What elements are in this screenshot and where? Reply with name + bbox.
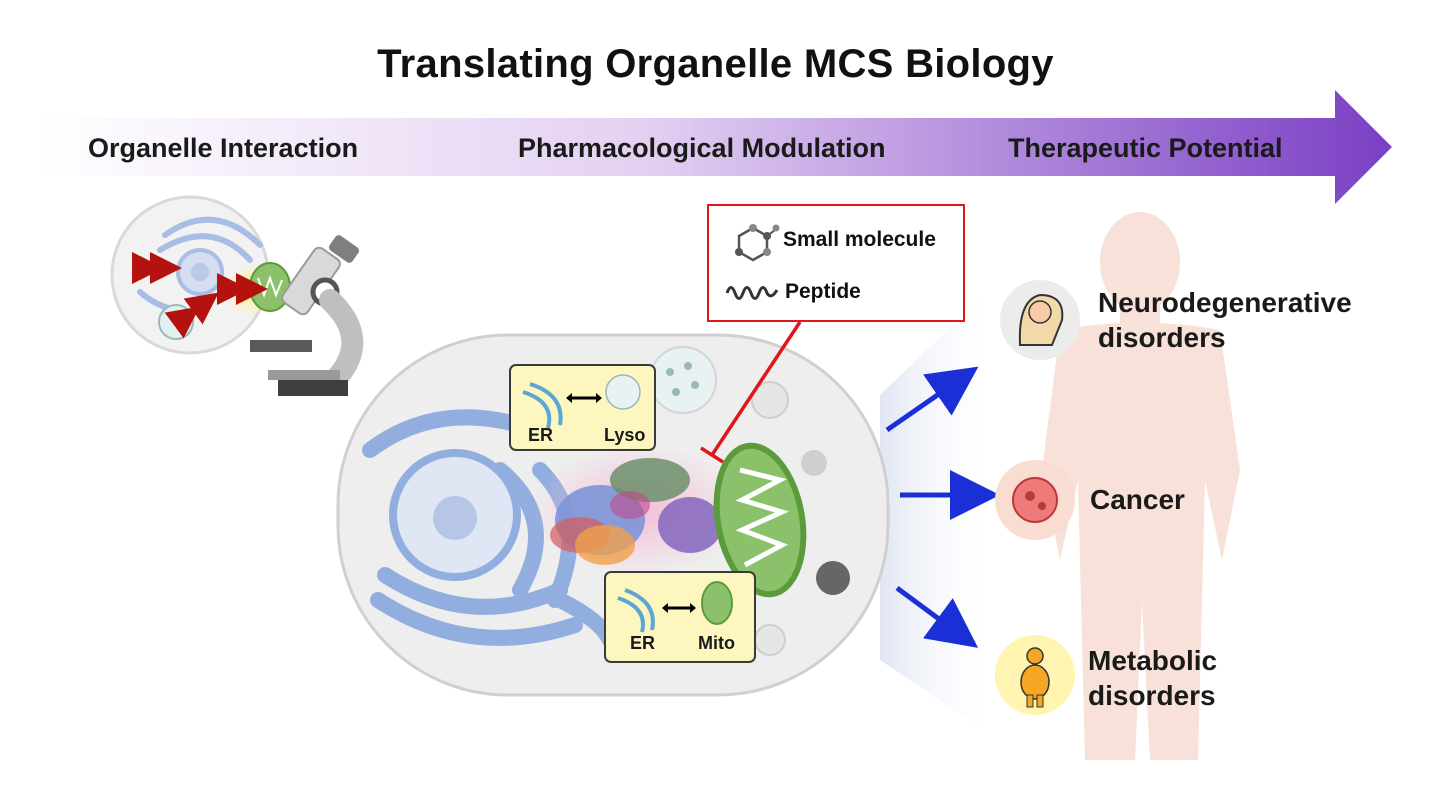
cancer-cell-icon [995, 460, 1075, 540]
disease-metabolic-line2: disorders [1088, 680, 1216, 711]
mito-label: Mito [698, 633, 735, 653]
effect-arrow-metabolic [895, 585, 979, 648]
obese-person-icon [995, 635, 1075, 715]
inhibition-bar [700, 446, 724, 464]
disease-metabolic-line1: Metabolic [1088, 645, 1218, 676]
mitochondria-icon [249, 262, 291, 312]
legend-small-molecule: Small molecule [783, 228, 936, 251]
inhibition-line [710, 321, 802, 456]
er-label-lyso-box: ER [528, 425, 554, 445]
lysosome-icon [649, 346, 717, 414]
small-molecule-icon [735, 224, 780, 262]
peptide-icon [725, 286, 779, 300]
stage-organelle-interaction: Organelle Interaction [88, 133, 359, 163]
er-lyso-contact-box [509, 364, 656, 451]
projection-beam [880, 280, 1000, 740]
microscope-icon [250, 235, 364, 396]
er-label-mito-box: ER [630, 633, 656, 653]
disease-neurodegenerative-line2: disorders [1098, 322, 1226, 353]
progression-arrow [35, 90, 1392, 204]
diagram-title: Translating Organelle MCS Biology [377, 42, 1054, 86]
stage-pharmacological-modulation: Pharmacological Modulation [518, 133, 886, 163]
lyso-label: Lyso [604, 425, 646, 445]
er-mito-contact-box [604, 571, 756, 663]
effect-arrow-neuro [885, 366, 979, 433]
mitochondrion-large-icon [713, 442, 807, 598]
human-body-silhouette [1042, 212, 1240, 760]
modulator-legend: Small molecule Peptide [707, 204, 965, 322]
protein-complex [550, 458, 722, 565]
legend-peptide: Peptide [785, 280, 861, 303]
disease-neurodegenerative-line1: Neurodegenerative [1098, 287, 1352, 318]
brain-head-icon [1000, 280, 1080, 360]
disease-cancer: Cancer [1090, 484, 1185, 515]
stage-therapeutic-potential: Therapeutic Potential [1008, 133, 1283, 163]
microscope-view [110, 195, 291, 355]
